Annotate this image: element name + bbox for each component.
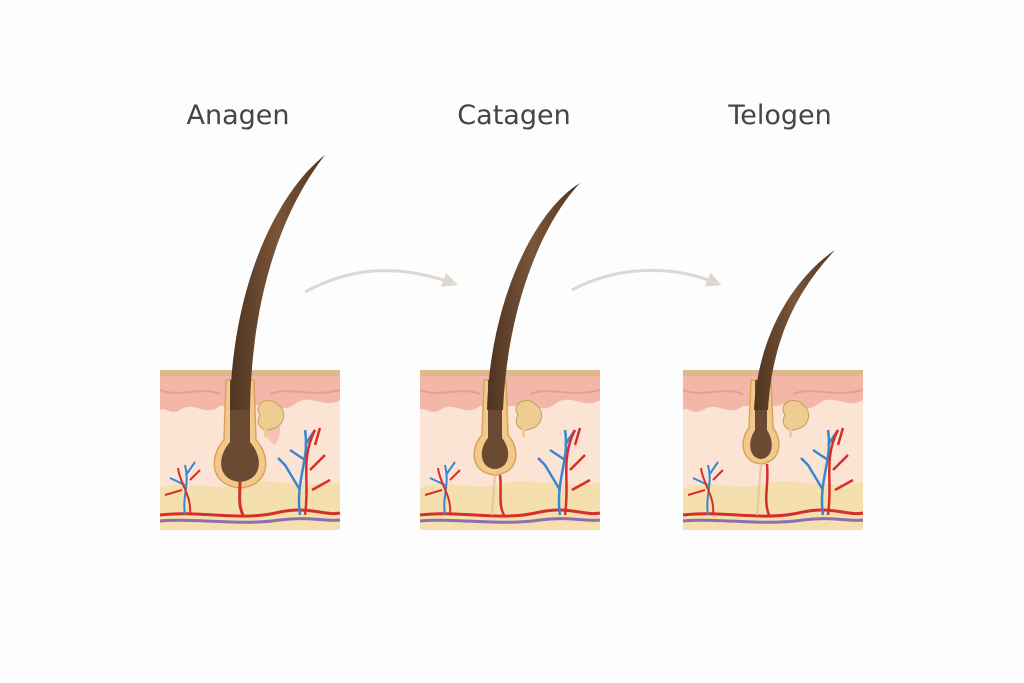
catagen-skin-section	[418, 183, 602, 532]
arrow-catagen-to-telogen	[571, 268, 722, 292]
arrow-anagen-to-catagen	[304, 269, 458, 294]
hair-shaft	[230, 155, 325, 410]
stage-title-catagen: Catagen	[457, 100, 571, 131]
anagen-skin-section	[158, 155, 342, 532]
hair-shaft	[754, 250, 835, 410]
telogen-skin-section	[681, 250, 865, 532]
stage-title-anagen: Anagen	[186, 100, 290, 131]
hair-shaft	[487, 183, 580, 410]
stage-title-telogen: Telogen	[728, 100, 832, 131]
